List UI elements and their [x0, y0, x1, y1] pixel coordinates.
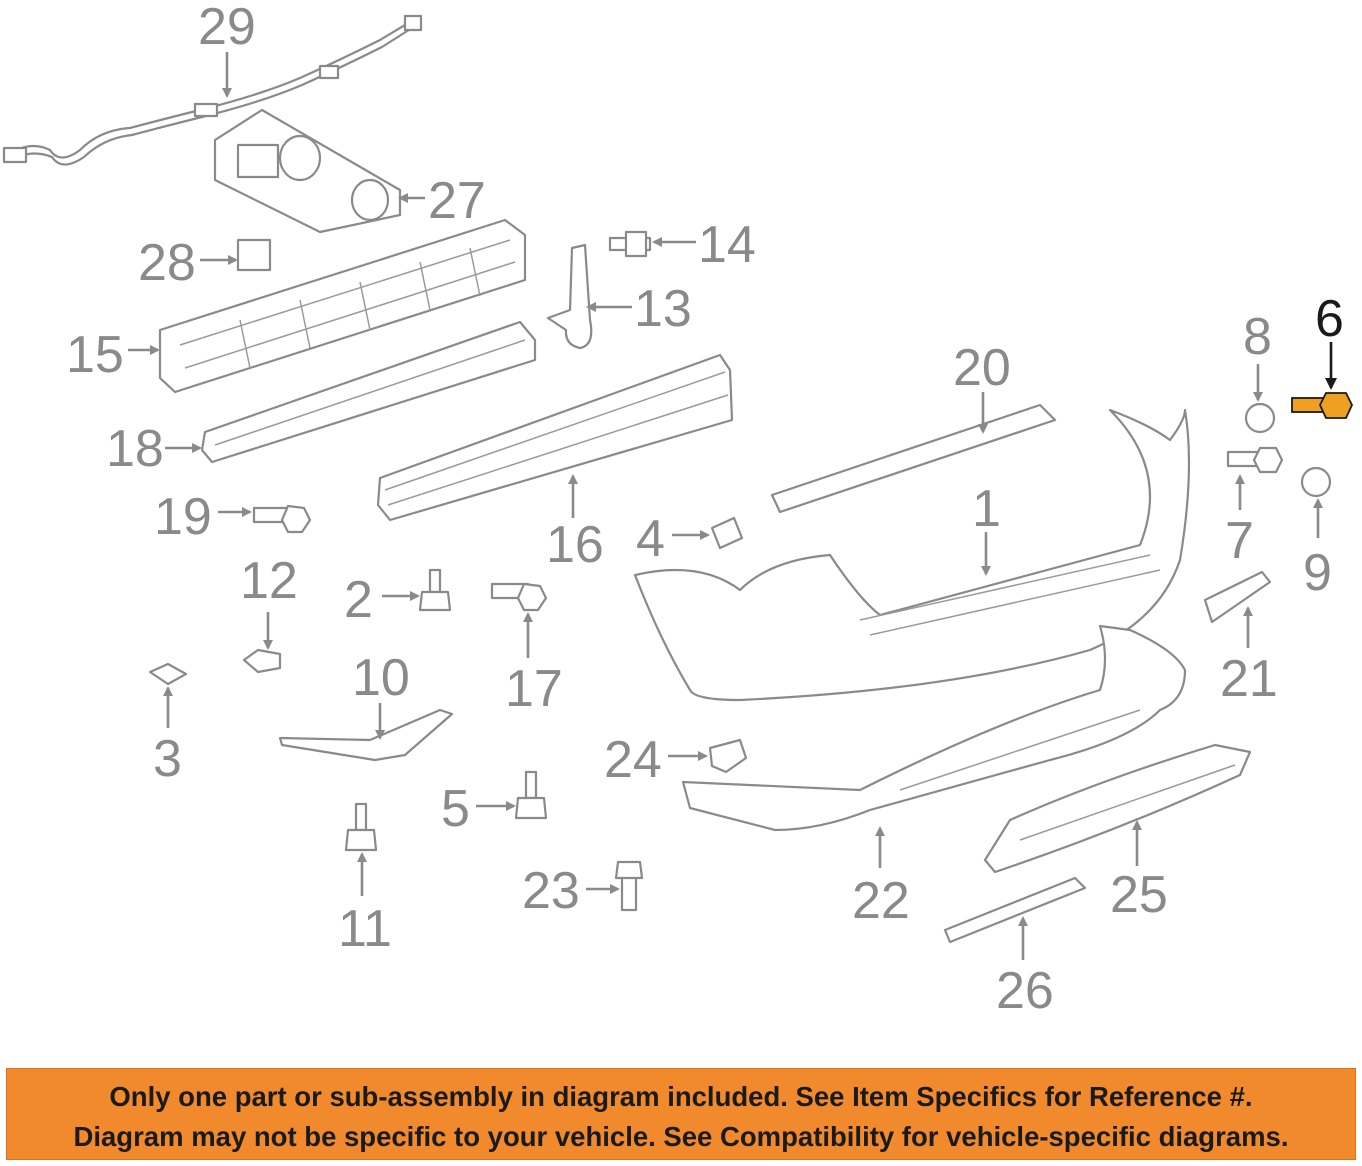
part-25-skid-plate[interactable] [983, 743, 1252, 874]
part-14-bolt[interactable] [608, 230, 652, 258]
part-8-washer[interactable] [1244, 402, 1276, 434]
callout-5: 5 [441, 780, 470, 838]
part-2-push-pin[interactable] [418, 568, 452, 612]
callout-19: 19 [154, 488, 212, 546]
disclaimer-line-2: Diagram may not be specific to your vehi… [73, 1121, 1289, 1152]
callout-8: 8 [1243, 308, 1272, 366]
part-29-wiring-harness[interactable] [2, 14, 423, 166]
callout-14: 14 [698, 216, 756, 274]
part-18-impact-bar[interactable] [200, 320, 537, 464]
part-22-lower-valance[interactable] [681, 624, 1187, 832]
disclaimer-banner: Only one part or sub-assembly in diagram… [6, 1068, 1356, 1160]
callout-21: 21 [1220, 650, 1278, 708]
part-6-bolt[interactable] [1291, 392, 1353, 419]
callout-3: 3 [153, 730, 182, 788]
callout-6-selected: 6 [1315, 290, 1344, 348]
callout-26: 26 [996, 962, 1054, 1020]
callout-labels: 29 27 28 14 13 15 18 20 16 1 8 6 7 9 19 … [66, 0, 1344, 1020]
callout-18: 18 [106, 420, 164, 478]
callout-2: 2 [344, 571, 373, 629]
part-13-bracket[interactable] [546, 243, 593, 350]
part-11-push-pin[interactable] [344, 802, 378, 852]
callout-12: 12 [240, 552, 298, 610]
callout-28: 28 [138, 234, 196, 292]
callout-16: 16 [546, 516, 604, 574]
part-4-clip[interactable] [710, 516, 744, 550]
callout-17: 17 [505, 660, 563, 718]
part-17-bolt[interactable] [490, 582, 548, 612]
callout-9: 9 [1303, 544, 1332, 602]
callout-22: 22 [852, 872, 910, 930]
callout-25: 25 [1110, 866, 1168, 924]
callout-10: 10 [352, 649, 410, 707]
part-7-bolt[interactable] [1226, 446, 1284, 474]
callout-24: 24 [604, 731, 662, 789]
part-23-bolt[interactable] [614, 860, 644, 912]
callout-1: 1 [972, 480, 1001, 538]
parts-diagram: 29 27 28 14 13 15 18 20 16 1 8 6 7 9 19 … [2, 0, 1353, 1020]
callout-7: 7 [1225, 512, 1254, 570]
leader-arrows [128, 52, 1337, 960]
part-9-cap[interactable] [1300, 466, 1332, 498]
callout-11: 11 [338, 900, 392, 958]
part-5-push-pin[interactable] [514, 770, 548, 820]
callout-27: 27 [428, 172, 486, 230]
callout-15: 15 [66, 326, 124, 384]
part-16-reinforcement[interactable] [376, 353, 734, 522]
part-21-bracket[interactable] [1203, 570, 1272, 624]
part-15-energy-absorber[interactable] [158, 218, 527, 394]
part-20-upper-trim[interactable] [770, 403, 1057, 514]
part-1-bumper-cover[interactable] [633, 408, 1191, 702]
callout-23: 23 [522, 862, 580, 920]
callout-20: 20 [953, 339, 1011, 397]
part-28-pad[interactable] [236, 238, 272, 272]
callout-29: 29 [198, 0, 256, 56]
part-19-bolt[interactable] [252, 504, 312, 534]
part-12-retainer[interactable] [242, 648, 282, 674]
callout-4: 4 [636, 510, 665, 568]
part-26-step-pad[interactable] [943, 876, 1087, 944]
part-10-lower-trim[interactable] [278, 708, 454, 762]
part-3-retainer[interactable] [148, 662, 188, 686]
part-27-park-sensor[interactable] [213, 108, 402, 234]
disclaimer-line-1: Only one part or sub-assembly in diagram… [109, 1081, 1253, 1112]
part-24-clip[interactable] [708, 738, 748, 774]
callout-13: 13 [634, 280, 692, 338]
